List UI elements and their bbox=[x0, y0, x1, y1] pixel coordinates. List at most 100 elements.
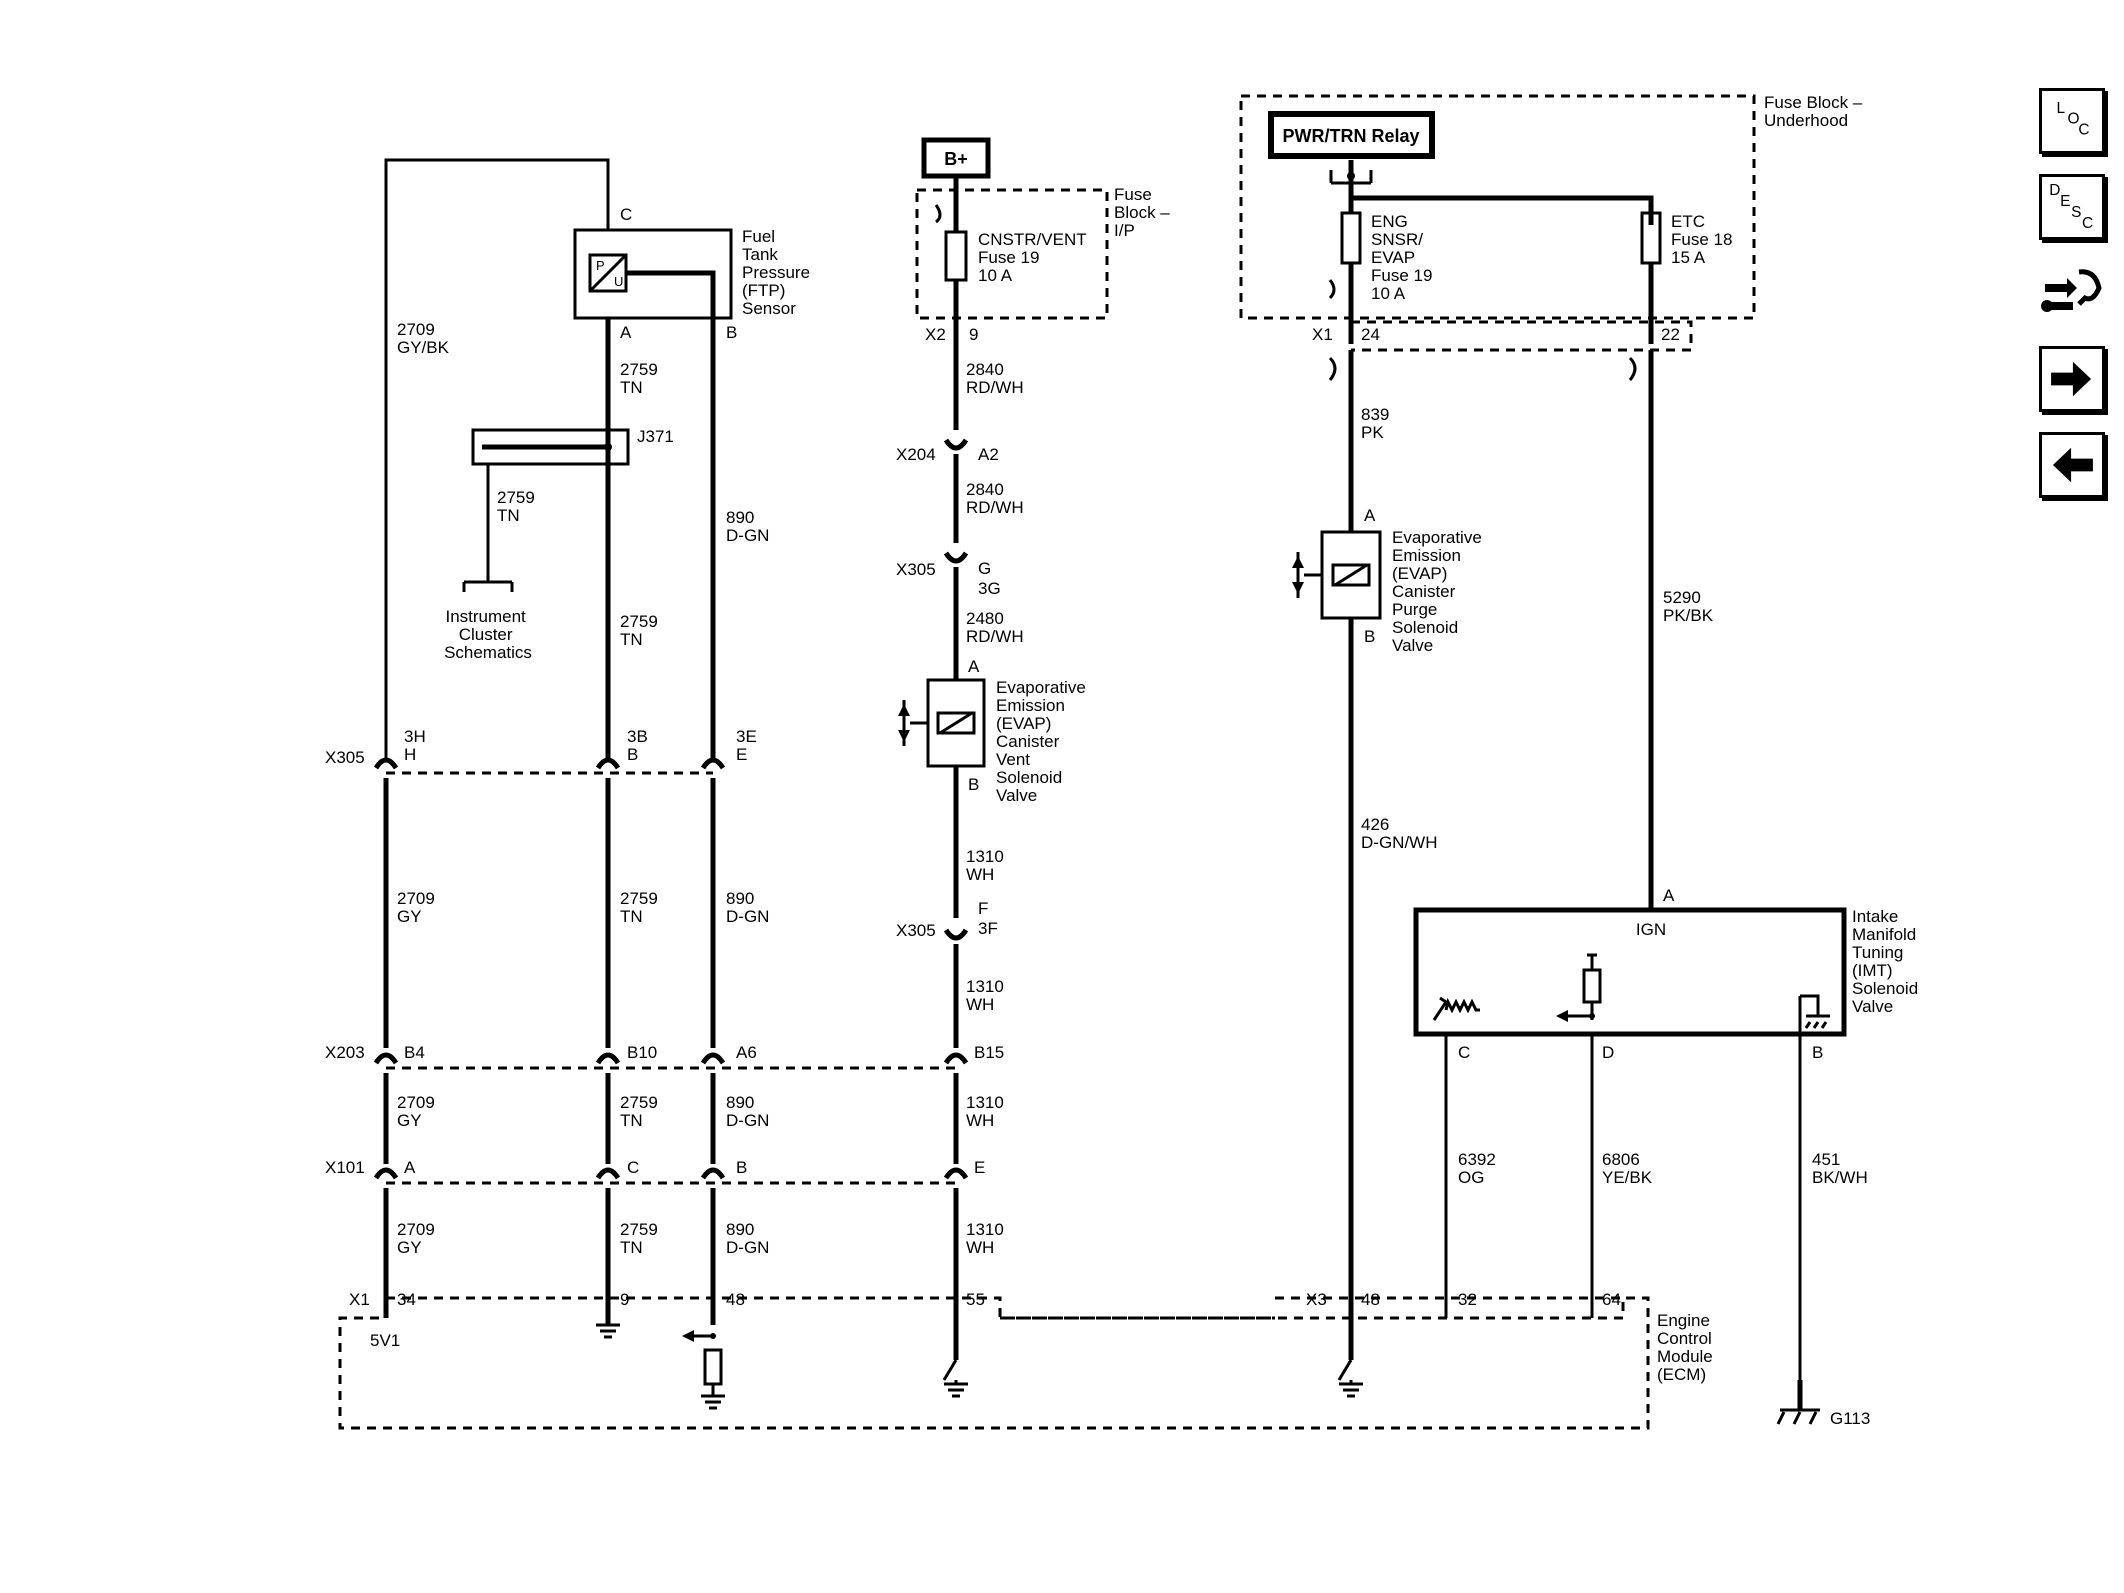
arrow-right-icon bbox=[2051, 361, 2092, 397]
fuse-ip-pin: 9 bbox=[969, 325, 978, 344]
evap-purge-label: Evaporative Emission (EVAP) Canister Pur… bbox=[1392, 528, 1487, 655]
location-button[interactable]: L O C bbox=[2039, 88, 2105, 154]
ftp-symbol-p: P bbox=[596, 258, 605, 273]
fuse-block-underhood-label: Fuse Block – Underhood bbox=[1764, 93, 1867, 130]
imt-solenoid-valve[interactable] bbox=[1413, 907, 1847, 1037]
x204-label: X204 bbox=[896, 445, 936, 464]
instrument-cluster-label[interactable]: Instrument Cluster Schematics bbox=[444, 607, 532, 662]
underhood-pin-22: 22 bbox=[1661, 325, 1680, 344]
fuse-eng-label: ENG SNSR/ EVAP Fuse 19 10 A bbox=[1371, 212, 1437, 303]
fuse-cnstr-vent-label: CNSTR/VENT Fuse 19 10 A bbox=[978, 230, 1091, 285]
x203-pin-b4: B4 bbox=[404, 1043, 425, 1062]
purge-pin-b: B bbox=[1364, 627, 1375, 646]
fuse-block-ip-label: Fuse Block – I/P bbox=[1114, 185, 1174, 240]
desc-letter-c: C bbox=[2082, 215, 2093, 232]
purge-pin-a: A bbox=[1364, 506, 1376, 525]
imt-pin-b: B bbox=[1812, 1043, 1823, 1062]
ecm-x3-label: X3 bbox=[1306, 1290, 1327, 1309]
x101-pin-c: C bbox=[627, 1158, 639, 1177]
ecm-pin-34: 34 bbox=[397, 1290, 416, 1309]
fuse-block-underhood[interactable] bbox=[1239, 94, 1756, 320]
connector-x101: X101 A C B E bbox=[325, 1158, 985, 1325]
fuse-eng-snsr-evap[interactable] bbox=[1340, 211, 1362, 265]
ftp-symbol-u: U bbox=[614, 274, 623, 289]
underhood-pin-24: 24 bbox=[1361, 325, 1380, 344]
vent-pin-b: B bbox=[968, 775, 979, 794]
j371-label: J371 bbox=[637, 427, 674, 446]
arrow-left-icon bbox=[2052, 447, 2093, 483]
ftp-pin-c: C bbox=[620, 205, 632, 224]
next-button[interactable] bbox=[2039, 346, 2105, 412]
x203-pin-b15: B15 bbox=[974, 1043, 1004, 1062]
ecm-pin-55: 55 bbox=[966, 1290, 985, 1309]
loc-letter-o: O bbox=[2067, 111, 2079, 128]
underhood-connector-x1: X1 bbox=[1312, 325, 1333, 344]
ftp-pin-a: A bbox=[620, 323, 632, 342]
connector-x203: X203 B4 B10 A6 B15 bbox=[325, 1043, 1004, 1164]
evap-vent-label: Evaporative Emission (EVAP) Canister Ven… bbox=[996, 678, 1091, 805]
imt-ign-label: IGN bbox=[1636, 920, 1666, 939]
evap-purge-circuit: A B Evaporative Emission (EVAP) Canister… bbox=[1292, 506, 1487, 1360]
fuse-cnstr-vent[interactable] bbox=[944, 230, 968, 282]
description-button[interactable]: D E S C bbox=[2039, 174, 2105, 240]
ftp-sensor-box[interactable] bbox=[573, 228, 733, 320]
x101-label: X101 bbox=[325, 1158, 365, 1177]
x305-g-label: X305 bbox=[896, 560, 936, 579]
ground-g113-label: G113 bbox=[1830, 1409, 1870, 1428]
imt-label: Intake Manifold Tuning (IMT) Solenoid Va… bbox=[1852, 907, 1923, 1016]
pwr-trn-relay[interactable] bbox=[1268, 111, 1435, 159]
ecm-module: Engine Control Module (ECM) X1 34 9 48 5… bbox=[338, 1290, 1718, 1430]
imt-pin-c: C bbox=[1458, 1043, 1470, 1062]
ecm-x3-pin-48: 48 bbox=[1361, 1290, 1380, 1309]
previous-button[interactable] bbox=[2039, 432, 2105, 498]
ftp-sensor-label: Fuel Tank Pressure (FTP) Sensor bbox=[742, 227, 815, 318]
relay-label: PWR/TRN Relay bbox=[1282, 126, 1419, 146]
imt-circuit: A IGN Intake Manifold Tuning (IMT) Solen… bbox=[1413, 886, 1923, 1428]
x101-pin-a: A bbox=[404, 1158, 416, 1177]
desc-letter-s: S bbox=[2071, 204, 2081, 221]
battery-label: B+ bbox=[944, 149, 968, 169]
vent-pin-a: A bbox=[968, 657, 980, 676]
ecm-pin-9: 9 bbox=[620, 1290, 629, 1309]
service-tools-icon bbox=[2041, 269, 2102, 312]
service-tools-button[interactable] bbox=[2039, 258, 2105, 324]
j371-splice[interactable] bbox=[471, 428, 630, 466]
desc-letter-e: E bbox=[2060, 193, 2070, 210]
ftp-pin-b: B bbox=[726, 323, 737, 342]
ftp-sensor-circuit: P U C A B Fuel Tank Pressure (FTP) Senso… bbox=[325, 158, 815, 1257]
ecm-x1-label: X1 bbox=[349, 1290, 370, 1309]
ecm-5v1-label: 5V1 bbox=[370, 1331, 400, 1350]
ecm-label[interactable]: Engine Control Module (ECM) bbox=[1657, 1311, 1718, 1384]
x203-pin-b10: B10 bbox=[627, 1043, 657, 1062]
x101-pin-e: E bbox=[974, 1158, 985, 1177]
